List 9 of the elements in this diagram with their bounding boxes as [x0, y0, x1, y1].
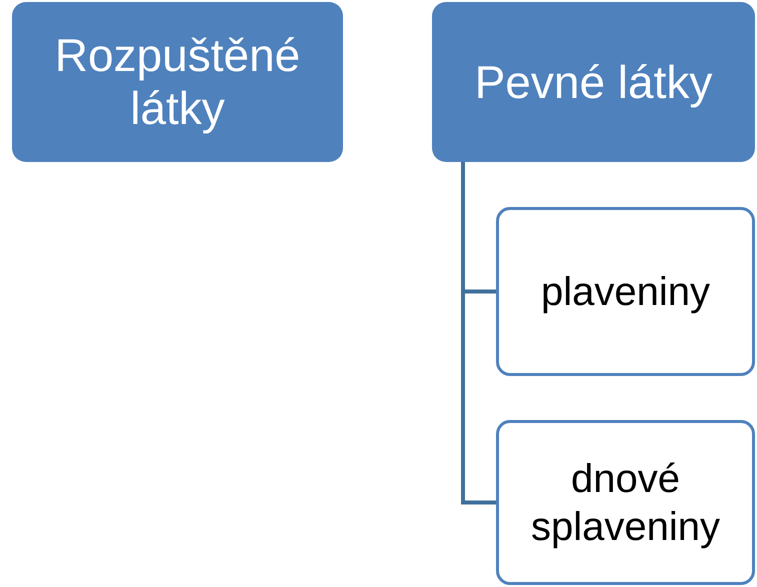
connector-line [461, 162, 496, 504]
category-box [432, 2, 755, 162]
box-label: dnové splaveniny [530, 456, 721, 550]
category-box [12, 2, 343, 162]
item-box [496, 207, 755, 376]
box-label: Pevné látky [474, 56, 712, 108]
item-box [496, 420, 755, 585]
box-label: Rozpuštěné látky [54, 29, 302, 135]
box-label: plaveniny [540, 268, 710, 316]
